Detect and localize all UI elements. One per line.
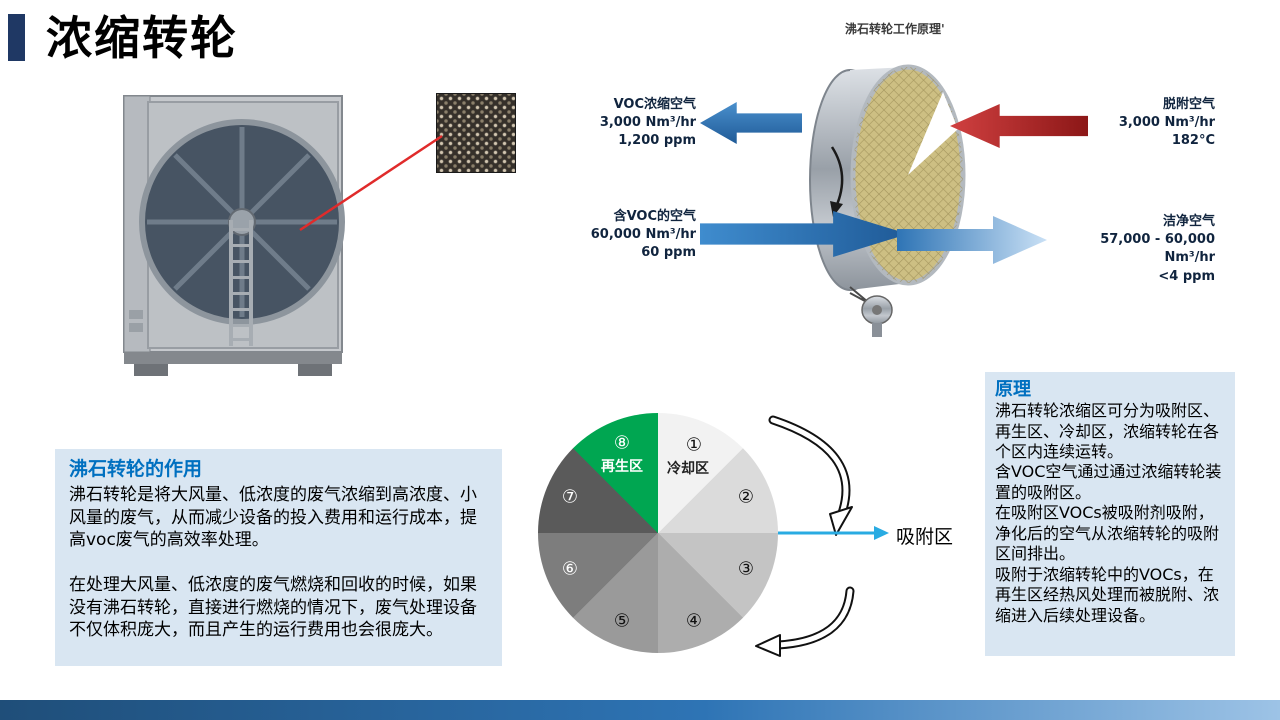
pie-annotations bbox=[755, 415, 889, 657]
flow-line: VOC浓缩空气 bbox=[613, 97, 696, 112]
function-box: 沸石转轮的作用 沸石转轮是将大风量、低浓度的废气浓缩到高浓度、小风量的废气，从而… bbox=[55, 449, 502, 666]
pie-sector-5: ⑤ bbox=[613, 610, 631, 632]
flow-line: 3,000 Nm³/hr bbox=[1118, 115, 1215, 131]
pie-sector-4: ④ bbox=[685, 610, 703, 632]
flow-line: 脱附空气 bbox=[1162, 97, 1215, 112]
function-box-paragraph: 沸石转轮是将大风量、低浓度的废气浓缩到高浓度、小风量的废气，从而减少设备的投入费… bbox=[69, 485, 477, 551]
flow-line: 60 ppm bbox=[641, 245, 696, 261]
flow-label-clean-air: 洁净空气 57,000 - 60,000 Nm³/hr <4 ppm bbox=[1060, 213, 1215, 286]
desorption-sector-notch bbox=[908, 92, 958, 175]
flow-line: <4 ppm bbox=[1158, 268, 1215, 284]
principle-box-paragraph: 在吸附区VOCs被吸附剂吸附，净化后的空气从浓缩转轮的吸附区间排出。 bbox=[995, 503, 1220, 564]
pie-sector-6: ⑥ bbox=[561, 558, 579, 580]
pie-sector-3: ③ bbox=[737, 558, 755, 580]
flow-line: 57,000 - 60,000 Nm³/hr bbox=[1100, 232, 1215, 266]
zeolite-media-closeup bbox=[436, 93, 516, 173]
rotor-wheel-illustration bbox=[780, 55, 1000, 345]
flow-line: 1,200 ppm bbox=[618, 133, 696, 149]
flow-line: 60,000 Nm³/hr bbox=[590, 227, 696, 243]
function-box-paragraph: 在处理大风量、低浓度的废气燃烧和回收的时候，如果没有沸石转轮，直接进行燃烧的情况… bbox=[69, 575, 477, 641]
bottom-gradient-bar bbox=[0, 700, 1280, 720]
flow-line: 洁净空气 bbox=[1162, 214, 1215, 229]
function-box-title: 沸石转轮的作用 bbox=[69, 458, 203, 480]
flow-label-voc-inlet-air: 含VOC的空气 60,000 Nm³/hr 60 ppm bbox=[566, 208, 696, 263]
unit-base bbox=[124, 352, 342, 364]
pie-sector-8: ⑧ bbox=[613, 432, 631, 454]
flow-line: 3,000 Nm³/hr bbox=[599, 115, 696, 131]
principle-box-paragraph: 含VOC空气通过通过浓缩转轮装置的吸附区。 bbox=[995, 462, 1222, 502]
flow-label-desorption-air: 脱附空气 3,000 Nm³/hr 182°C bbox=[1085, 96, 1215, 151]
principle-box-title: 原理 bbox=[995, 379, 1031, 400]
callout-line bbox=[299, 134, 443, 232]
adsorption-zone-text: 吸附区 bbox=[896, 526, 954, 548]
rotor-unit-photo bbox=[118, 92, 348, 382]
service-ladder bbox=[229, 220, 253, 346]
title-accent-bar bbox=[8, 14, 25, 61]
rotor-unit-drawing bbox=[123, 95, 345, 376]
rotation-arrow bbox=[830, 146, 844, 208]
pie-sector-1: ① bbox=[685, 434, 703, 456]
cooling-zone-label: 冷却区 bbox=[667, 461, 709, 477]
principle-box: 原理 沸石转轮浓缩区可分为吸附区、再生区、冷却区，浓缩转轮在各个区内连续运转。 … bbox=[985, 372, 1235, 656]
flow-line: 含VOC的空气 bbox=[613, 209, 696, 224]
regeneration-zone-label: 再生区 bbox=[601, 459, 643, 475]
pie-sector-2: ② bbox=[737, 486, 755, 508]
page-title: 浓缩转轮 bbox=[46, 11, 238, 65]
pie-sector-7: ⑦ bbox=[561, 486, 579, 508]
flow-label-voc-concentrated: VOC浓缩空气 3,000 Nm³/hr 1,200 ppm bbox=[566, 96, 696, 151]
principle-box-paragraph: 沸石转轮浓缩区可分为吸附区、再生区、冷却区，浓缩转轮在各个区内连续运转。 bbox=[995, 401, 1220, 461]
diagram-title: 沸石转轮工作原理' bbox=[845, 22, 945, 36]
flow-line: 182°C bbox=[1171, 133, 1215, 149]
zone-pie: ① ② ③ ④ ⑤ ⑥ ⑦ ⑧ 冷却区 再生区 bbox=[538, 413, 778, 653]
principle-box-paragraph: 吸附于浓缩转轮中的VOCs，在再生区经热风处理而被脱附、浓缩进入后续处理设备。 bbox=[995, 564, 1220, 625]
